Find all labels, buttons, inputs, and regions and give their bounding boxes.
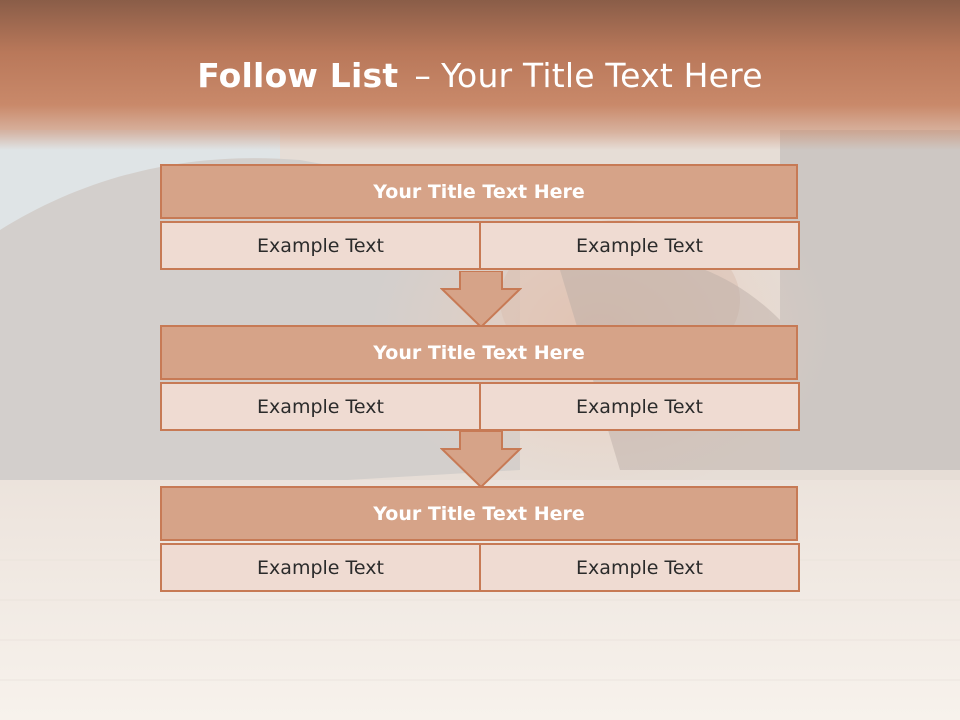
down-arrow-icon bbox=[440, 271, 522, 329]
block-title: Your Title Text Here bbox=[160, 164, 798, 219]
block-cell-left: Example Text bbox=[160, 382, 481, 431]
title-band bbox=[0, 0, 960, 150]
slide-title: Follow List–Your Title Text Here bbox=[0, 56, 960, 95]
title-separator: – bbox=[414, 56, 432, 95]
block-cell-left: Example Text bbox=[160, 221, 481, 270]
title-bold: Follow List bbox=[197, 56, 399, 95]
title-rest: Your Title Text Here bbox=[441, 56, 763, 95]
block-cell-right: Example Text bbox=[479, 543, 800, 592]
block-cell-right: Example Text bbox=[479, 221, 800, 270]
block-cell-right: Example Text bbox=[479, 382, 800, 431]
down-arrow-icon bbox=[440, 431, 522, 489]
block-title: Your Title Text Here bbox=[160, 486, 798, 541]
block-title: Your Title Text Here bbox=[160, 325, 798, 380]
block-cell-left: Example Text bbox=[160, 543, 481, 592]
